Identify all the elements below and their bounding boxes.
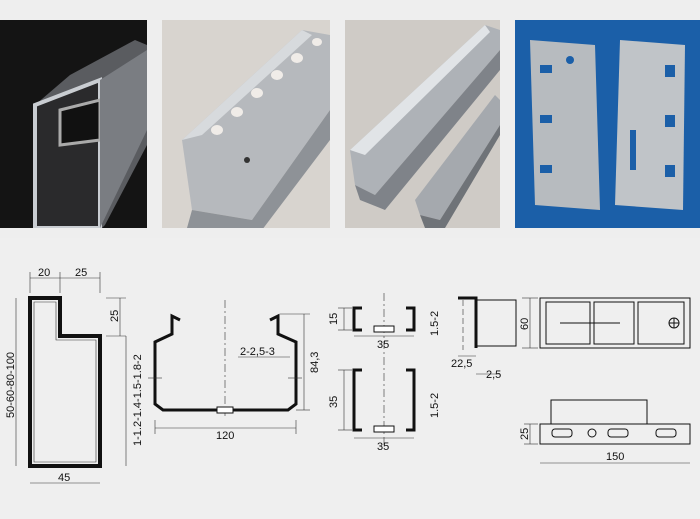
dim-hole-range: 2-2,5-3	[240, 346, 275, 358]
technical-drawings: 20 25 25 50-60-80-100 45 1-1.2-1.4-1.5-1…	[0, 238, 700, 519]
dim-t25: 2,5	[486, 369, 501, 381]
dim-w120: 120	[216, 430, 234, 442]
photo-c-channels	[345, 20, 500, 228]
drawing-tube-profile: 20 25 25 50-60-80-100 45 1-1.2-1.4-1.5-1…	[5, 267, 144, 484]
drawing-bracket: 22,5 2,5 60	[451, 296, 691, 464]
dim-w22: 22,5	[451, 358, 472, 370]
drawing-slotted-c-profile: 2-2,5-3 84,3 120	[148, 300, 321, 442]
photo-steel-tube	[0, 20, 147, 228]
dim-w150: 150	[606, 451, 624, 463]
dim-h15: 15	[328, 313, 340, 325]
dim-h25: 25	[109, 310, 121, 322]
slotted-rail-profile-photo	[162, 20, 330, 228]
dim-w45: 45	[58, 472, 70, 484]
dim-h25-bracket: 25	[519, 428, 531, 440]
steel-tube-profile-photo	[0, 20, 147, 228]
photo-brackets	[515, 20, 700, 228]
dim-thickness-range: 1-1.2-1.4-1.5-1.8-2	[132, 354, 144, 446]
dim-w25: 25	[75, 267, 87, 279]
dim-thickness-top: 1.5-2	[429, 311, 441, 336]
photo-slotted-rail	[162, 20, 330, 228]
dim-w35-top: 35	[377, 339, 389, 351]
dim-h35: 35	[328, 396, 340, 408]
drawing-canvas: 20 25 25 50-60-80-100 45 1-1.2-1.4-1.5-1…	[5, 267, 691, 484]
dim-w35-bottom: 35	[377, 441, 389, 453]
dim-height-range: 50-60-80-100	[5, 352, 17, 418]
bracket-plates-photo	[515, 20, 700, 228]
dim-w20: 20	[38, 267, 50, 279]
drawing-small-channels: 15 1.5-2 35 35 1.5-2 35	[328, 293, 441, 453]
dim-h84: 84,3	[309, 352, 321, 373]
c-channel-rails-photo	[345, 20, 500, 228]
dim-thickness-bottom: 1.5-2	[429, 393, 441, 418]
dim-h60: 60	[519, 318, 531, 330]
